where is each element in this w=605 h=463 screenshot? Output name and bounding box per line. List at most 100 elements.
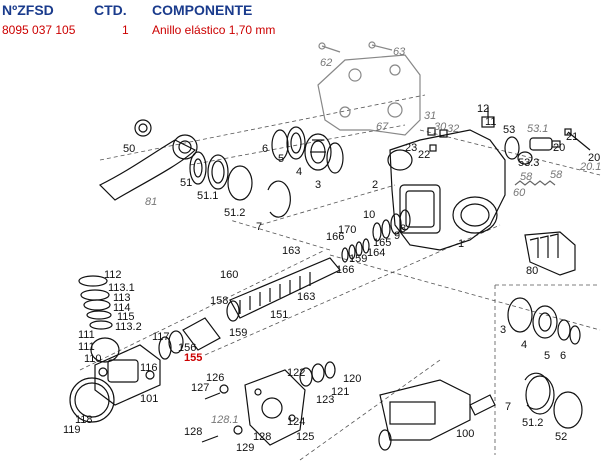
callout-127[interactable]: 127 — [191, 382, 209, 394]
callout-23[interactable]: 23 — [405, 142, 417, 154]
bearing-4-lower — [532, 305, 558, 339]
callout-170[interactable]: 170 — [338, 224, 356, 236]
callout-101[interactable]: 101 — [140, 393, 158, 405]
callout-60[interactable]: 60 — [513, 187, 526, 199]
callout-20-1[interactable]: 20.1 — [579, 161, 601, 173]
col-header-part-number: NºZFSD — [2, 2, 54, 18]
callout-5[interactable]: 5 — [544, 350, 550, 362]
callout-7[interactable]: 7 — [505, 401, 511, 413]
callout-6[interactable]: 6 — [262, 143, 268, 155]
callout-113-1[interactable]: 113.1 — [108, 282, 135, 294]
callout-156[interactable]: 156 — [178, 342, 196, 354]
callout-58[interactable]: 58 — [550, 169, 563, 181]
ring-53 — [504, 136, 520, 160]
callout-110[interactable]: 110 — [84, 353, 102, 365]
rings-112-115 — [78, 275, 113, 330]
callout-166[interactable]: 166 — [336, 264, 354, 276]
callout-4[interactable]: 4 — [521, 339, 527, 351]
callout-50[interactable]: 50 — [123, 143, 135, 155]
spring-58-60 — [514, 180, 556, 186]
col-header-component: COMPONENTE — [152, 2, 253, 18]
callout-128[interactable]: 128 — [184, 426, 202, 438]
callout-163[interactable]: 163 — [297, 291, 315, 303]
callout-111[interactable]: 111 — [78, 329, 95, 341]
callout-67[interactable]: 67 — [376, 121, 389, 133]
callout-52[interactable]: 52 — [555, 431, 567, 443]
callout-1[interactable]: 1 — [458, 238, 464, 250]
callout-12[interactable]: 12 — [477, 103, 489, 115]
callout-51[interactable]: 51 — [180, 177, 192, 189]
callout-53-3[interactable]: 53.3 — [518, 157, 539, 169]
callout-113[interactable]: 113 — [113, 292, 131, 304]
ring-110-111 — [90, 337, 120, 363]
callout-119[interactable]: 119 — [63, 424, 81, 436]
callout-124[interactable]: 124 — [287, 416, 305, 428]
callout-3[interactable]: 3 — [315, 179, 321, 191]
callout-81[interactable]: 81 — [145, 196, 157, 208]
callout-121[interactable]: 121 — [331, 386, 349, 398]
callout-51-2[interactable]: 51.2 — [224, 207, 245, 219]
callout-151[interactable]: 151 — [270, 309, 288, 321]
callout-62[interactable]: 62 — [320, 57, 332, 69]
callout-113-2[interactable]: 113.2 — [115, 321, 142, 333]
callout-3[interactable]: 3 — [500, 324, 506, 336]
callout-21[interactable]: 21 — [566, 131, 578, 143]
col-header-quantity: CTD. — [94, 2, 127, 18]
callout-122[interactable]: 122 — [287, 367, 305, 379]
callout-100[interactable]: 100 — [456, 428, 474, 440]
callout-80[interactable]: 80 — [526, 265, 538, 277]
callout-10[interactable]: 10 — [363, 209, 375, 221]
callout-163[interactable]: 163 — [282, 245, 300, 257]
callout-51-1[interactable]: 51.1 — [197, 190, 218, 202]
callout-111[interactable]: 111 — [78, 341, 95, 353]
ring-6 — [271, 129, 289, 161]
callout-160[interactable]: 160 — [220, 269, 238, 281]
callout-117[interactable]: 117 — [152, 331, 170, 343]
callout-164[interactable]: 164 — [367, 247, 385, 259]
callout-31[interactable]: 31 — [424, 110, 436, 122]
ring-6-lower — [569, 325, 581, 345]
snap-ring-7-lower — [524, 372, 551, 410]
callout-112[interactable]: 112 — [104, 269, 122, 281]
callout-158[interactable]: 158 — [210, 295, 228, 307]
callout-159[interactable]: 159 — [349, 253, 367, 265]
callout-20[interactable]: 20 — [588, 152, 600, 164]
callout-7[interactable]: 7 — [256, 221, 262, 233]
callout-159[interactable]: 159 — [229, 327, 247, 339]
callout-20[interactable]: 20 — [553, 142, 565, 154]
callout-30[interactable]: 30 — [434, 121, 447, 133]
callout-6[interactable]: 6 — [560, 350, 566, 362]
callout-58[interactable]: 58 — [520, 171, 533, 183]
selected-component-name[interactable]: Anillo elástico 1,70 mm — [152, 23, 276, 37]
callout-51-2[interactable]: 51.2 — [522, 417, 543, 429]
callout-129[interactable]: 129 — [236, 442, 254, 454]
callout-165[interactable]: 165 — [373, 237, 391, 249]
callout-120[interactable]: 120 — [343, 373, 361, 385]
bolts-62-63 — [318, 41, 393, 53]
callout-155[interactable]: 155 — [184, 352, 202, 364]
callout-115[interactable]: 115 — [117, 311, 135, 323]
selected-part-number[interactable]: 8095 037 105 — [2, 23, 76, 37]
callout-63[interactable]: 63 — [393, 46, 406, 58]
callout-123[interactable]: 123 — [316, 394, 334, 406]
callout-11[interactable]: 11 — [485, 116, 496, 128]
callout-128-1[interactable]: 128.1 — [211, 414, 239, 426]
callout-9[interactable]: 9 — [394, 230, 400, 242]
callout-118[interactable]: 118 — [75, 414, 93, 426]
callout-126[interactable]: 126 — [206, 372, 224, 384]
callout-32[interactable]: 32 — [447, 123, 459, 135]
callout-53-1[interactable]: 53.1 — [527, 123, 548, 135]
callout-2[interactable]: 2 — [372, 179, 378, 191]
callout-4[interactable]: 4 — [296, 166, 302, 178]
callout-116[interactable]: 116 — [140, 362, 158, 374]
callout-128[interactable]: 128 — [253, 431, 271, 443]
piston-101 — [94, 344, 161, 406]
callout-8[interactable]: 8 — [400, 223, 406, 235]
callout-166[interactable]: 166 — [326, 231, 344, 243]
callout-53[interactable]: 53 — [503, 124, 515, 136]
callout-22[interactable]: 22 — [418, 149, 430, 161]
callout-114[interactable]: 114 — [113, 302, 131, 314]
callout-125[interactable]: 125 — [296, 431, 314, 443]
sleeve-156 — [182, 317, 221, 351]
callout-5[interactable]: 5 — [278, 153, 284, 165]
